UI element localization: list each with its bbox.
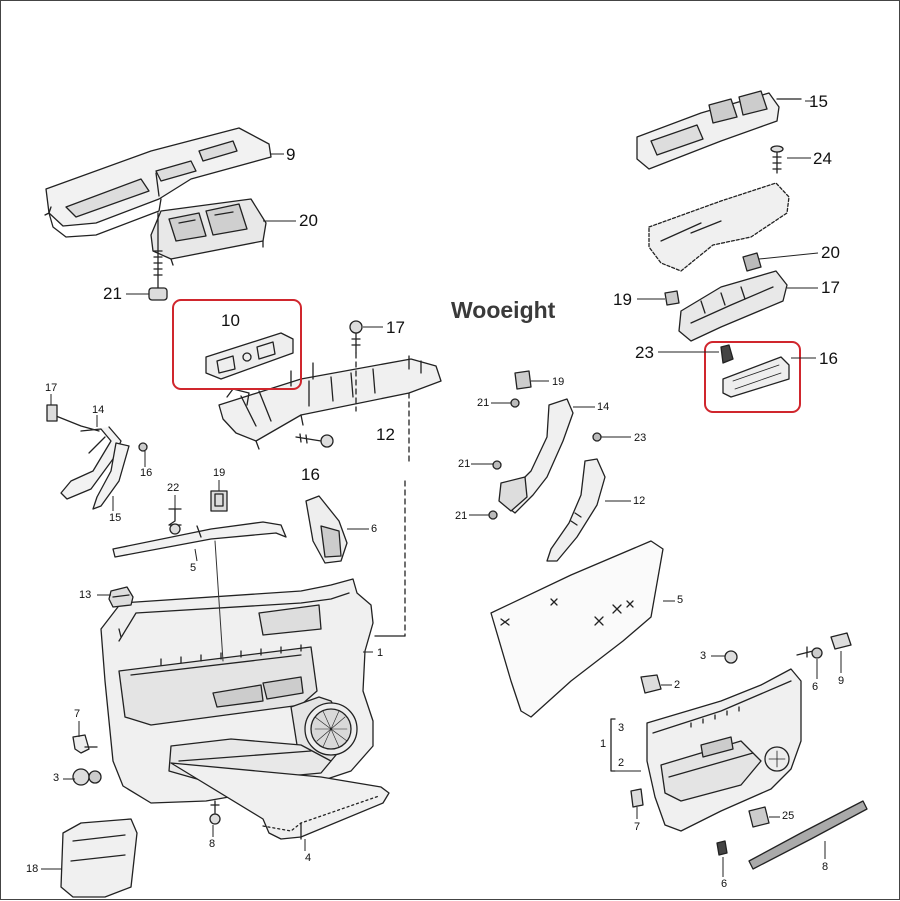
label-19-mid: 19 [552,376,565,388]
part-21-screws-mid [488,398,602,520]
label-23-right: 23 [635,343,654,362]
label-1-right: 1 [600,738,607,750]
part-16-bracket-right [722,356,790,398]
highlight-box-part-10 [172,299,302,390]
part-15-switch-bezel-right [636,90,802,170]
label-21-mid-c: 21 [455,510,468,522]
label-17-right: 17 [821,278,840,297]
label-6-left: 6 [371,523,378,535]
label-14-mid: 14 [597,401,610,413]
label-25: 25 [782,810,795,822]
part-12-carrier-left [218,355,442,462]
part-24-screw [770,145,784,174]
part-6-screw-right [716,646,823,856]
part-10-bracket [205,332,294,380]
label-3-left: 3 [53,772,60,784]
part-1-door-panel-left [100,480,406,804]
label-5-right: 5 [677,594,684,606]
label-16-left: 16 [301,465,320,484]
part-4-armrest [170,762,390,840]
label-13: 13 [79,589,92,601]
part-7-pin-left [72,734,98,754]
label-19-left: 19 [213,467,226,479]
part-2-clip-right [640,674,662,694]
part-9-switch-bezel [44,127,272,238]
label-12-mid: 12 [633,495,646,507]
label-12-left: 12 [376,425,395,444]
label-4: 4 [305,852,312,864]
part-20-switch-block-left [150,198,267,266]
part-13-clip [108,586,134,608]
label-15-right: 15 [809,92,828,111]
part-12-trim-strip [546,458,606,562]
label-18: 18 [26,863,39,875]
label-3-right-top: 3 [700,650,707,662]
label-8-right: 8 [822,861,829,873]
label-7-right: 7 [634,821,641,833]
label-10: 10 [221,311,240,330]
part-12-carrier-right [648,182,790,272]
label-21-mid-b: 21 [458,458,471,470]
part-19-clip-mid [514,370,532,390]
part-17-screw-top [349,320,363,412]
watermark: Wooeight [451,297,556,323]
part-18-cover [60,818,138,898]
label-17-small: 17 [45,382,58,394]
part-23-screw-right [720,344,734,364]
part-17-carrier-lower-right [678,270,788,342]
label-20-left: 20 [299,211,318,230]
part-21-screw-left [148,212,168,301]
label-15-left: 15 [109,512,122,524]
label-8-left: 8 [209,838,216,850]
label-23-mid: 23 [634,432,647,444]
label-6-right-bottom: 6 [721,878,728,890]
label-9: 9 [286,145,296,164]
label-3-right-bracket: 3 [618,722,625,734]
part-3-clip-left [72,768,102,786]
part-8-screw-left [209,800,221,825]
bracket-1-right [610,718,616,772]
label-14-left: 14 [92,404,105,416]
part-3-clip-right [724,650,738,664]
part-14-handle-right [498,398,574,514]
part-7-pin-right [630,788,644,808]
label-24: 24 [813,149,832,168]
label-9-right: 9 [838,675,845,687]
part-1-door-panel-right [646,668,802,832]
label-16-right: 16 [819,349,838,368]
part-6-speaker-cover [305,495,348,564]
part-25-clip [748,806,770,828]
label-2-right: 2 [674,679,681,691]
part-22-pin [168,508,182,535]
part-8-strip-right [748,800,868,870]
part-14-handle-left [46,404,122,500]
part-20-switch-right [742,252,762,272]
label-21-left: 21 [103,284,122,303]
part-5-foil-right [490,540,664,718]
part-19-clip-right [664,290,680,306]
label-5-left: 5 [190,562,197,574]
label-21-mid-a: 21 [477,397,490,409]
label-17-top: 17 [386,318,405,337]
label-20-right: 20 [821,243,840,262]
part-16-screw-left [295,433,334,448]
part-5-strip-left [112,521,287,558]
part-9-clip-right [830,632,852,650]
label-16-small: 16 [140,467,153,479]
label-19-right: 19 [613,290,632,309]
label-22: 22 [167,482,180,494]
label-6-right-top: 6 [812,681,819,693]
label-7-left: 7 [74,708,81,720]
label-1-left: 1 [377,647,384,659]
label-2-right-bracket: 2 [618,757,625,769]
highlight-box-part-16 [704,341,801,413]
part-15-handle-cover-left [92,442,148,510]
